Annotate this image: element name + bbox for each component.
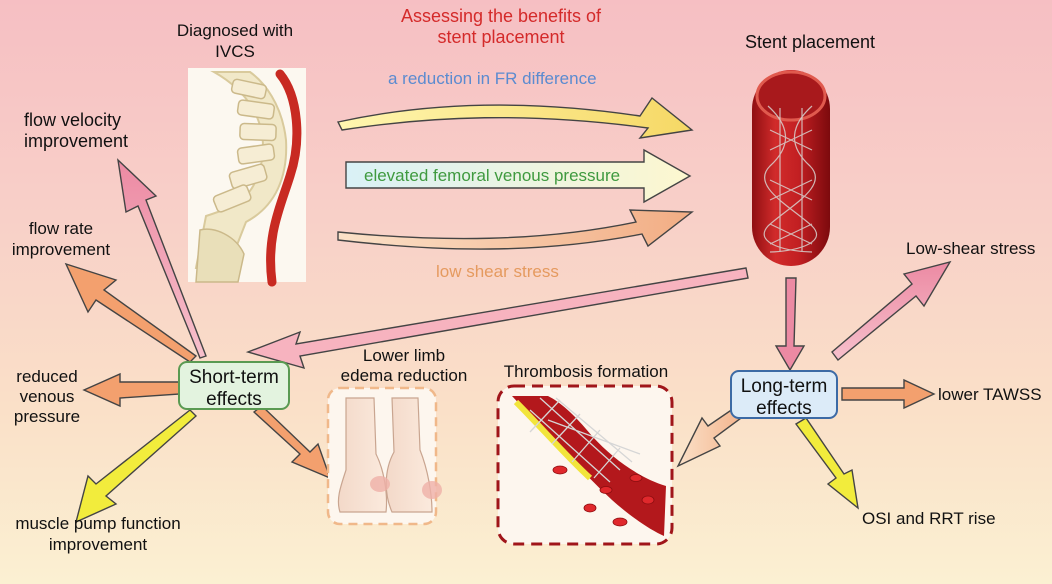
- short-term-effects-box: Short-term effects: [178, 361, 290, 410]
- feet-illustration: [326, 386, 442, 526]
- diagnosis-label-line2: IVCS: [215, 42, 255, 61]
- stent-placement-label: Stent placement: [744, 32, 876, 52]
- arrow-label-femoral-pressure: elevated femoral venous pressure: [364, 166, 621, 185]
- arrow-fr-difference: [336, 96, 694, 139]
- edema-label-line1: Lower limb: [362, 346, 446, 365]
- outcome-tawss: lower TAWSS: [938, 385, 1042, 404]
- outcome-low-shear: Low-shear stress: [906, 239, 1036, 258]
- thrombosis-illustration: [496, 384, 674, 546]
- short-term-arrows: [64, 158, 332, 524]
- short-term-line2: effects: [206, 389, 262, 410]
- thrombosis-label: Thrombosis formation: [503, 362, 669, 381]
- outcome-muscle-pump-line1: muscle pump function: [15, 514, 181, 533]
- outcome-flow-rate-line2: improvement: [11, 240, 111, 259]
- outcome-flow-velocity-line1: flow velocity: [24, 110, 122, 130]
- arrow-to-flow-velocity: [116, 158, 207, 359]
- arrow-to-low-shear: [831, 260, 952, 362]
- stent-tube-illustration: [752, 70, 830, 266]
- arrow-to-venous-pressure: [82, 372, 181, 408]
- outcome-venous-pressure-line2: venous: [19, 387, 75, 406]
- title-line2: stent placement: [437, 27, 565, 47]
- arrow-label-low-shear: low shear stress: [436, 262, 559, 281]
- arrow-label-fr-difference: a reduction in FR difference: [388, 69, 597, 88]
- diagnosis-label-line1: Diagnosed with: [176, 21, 294, 40]
- long-term-line1: Long-term: [740, 376, 828, 397]
- arrow-to-flow-rate: [64, 262, 198, 363]
- spine-illustration: [188, 68, 306, 287]
- arrow-low-shear: [337, 209, 694, 250]
- outcome-venous-pressure-line3: pressure: [13, 407, 81, 426]
- long-term-effects-box: Long-term effects: [730, 370, 838, 419]
- arrow-to-edema: [252, 405, 332, 480]
- long-term-arrows: [676, 260, 952, 510]
- arrow-to-tawss: [841, 378, 936, 410]
- title-line1: Assessing the benefits of: [400, 6, 602, 26]
- arrow-to-osi-rrt: [794, 417, 859, 510]
- long-term-line2: effects: [756, 398, 812, 419]
- arrow-to-muscle-pump: [74, 409, 198, 524]
- outcome-muscle-pump-line2: improvement: [48, 535, 148, 554]
- arrow-femoral-pressure: [345, 148, 692, 204]
- outcome-flow-rate-line1: flow rate: [28, 219, 94, 238]
- outcome-flow-velocity-line2: improvement: [24, 131, 129, 151]
- short-term-line1: Short-term: [189, 367, 279, 388]
- outcome-venous-pressure-line1: reduced: [16, 367, 78, 386]
- edema-label-line2: edema reduction: [340, 366, 468, 385]
- arrow-to-short-term: [245, 267, 749, 370]
- outcome-osi-rrt: OSI and RRT rise: [862, 509, 996, 528]
- arrow-to-long-term: [774, 277, 806, 372]
